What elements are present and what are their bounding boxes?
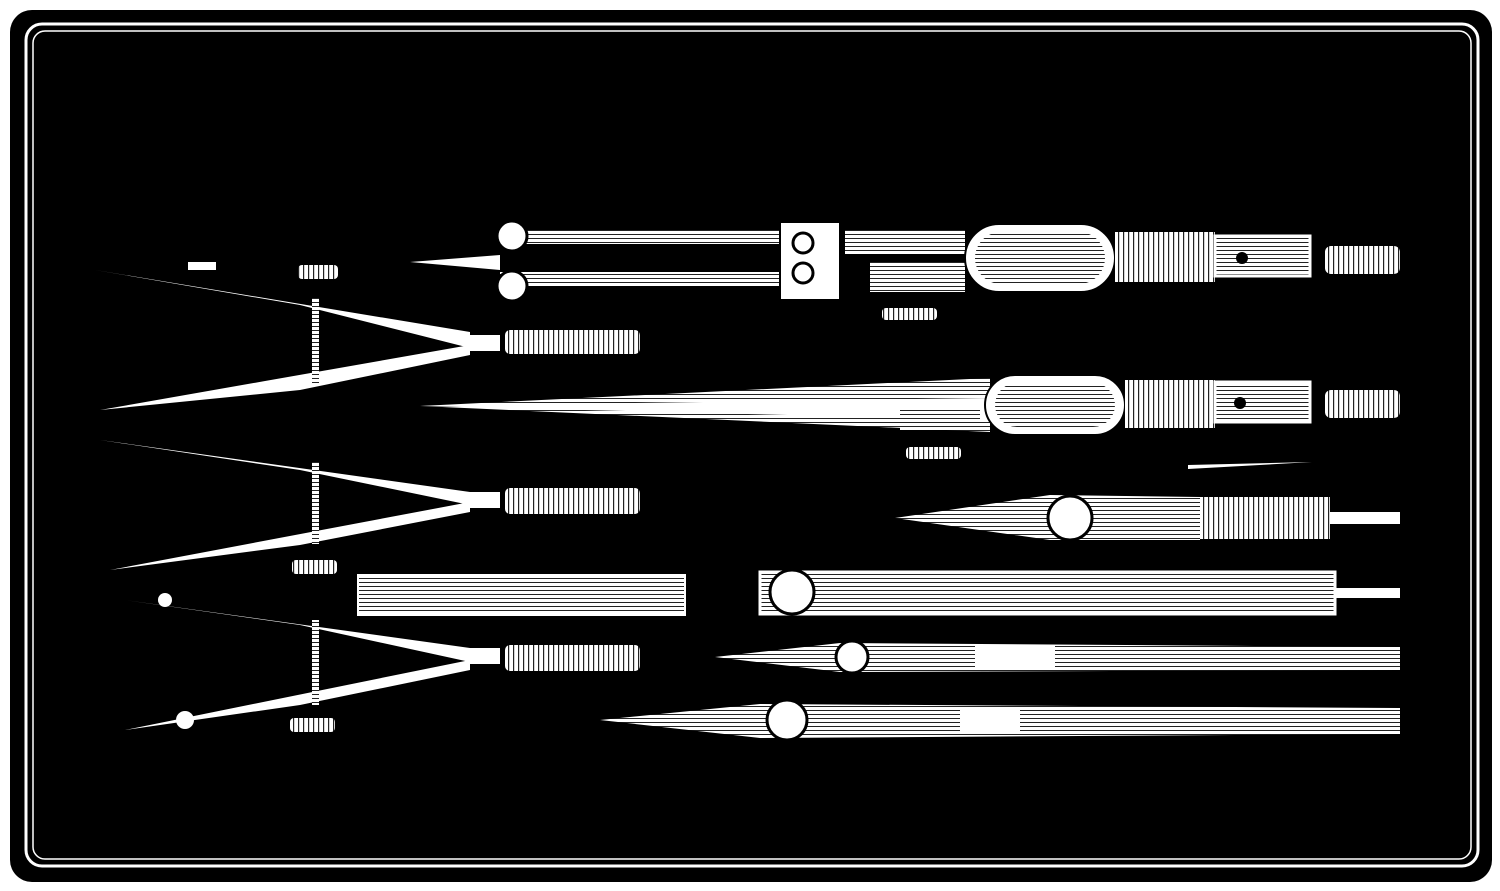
compass-with-needle-point [410, 219, 1400, 320]
case-background [10, 10, 1492, 882]
dividers-upper [95, 262, 640, 410]
lead-holder-case [357, 574, 686, 616]
ruling-pen-long [758, 568, 1400, 616]
ruling-pen-short [895, 494, 1400, 542]
dividers-lower [110, 593, 640, 732]
ruling-pen-medium [715, 639, 1400, 675]
case-inner-border [24, 22, 1480, 868]
ruling-pen-longest [600, 698, 1400, 742]
dividers-middle [100, 440, 640, 574]
case-inner-border-2 [32, 30, 1472, 860]
compass-with-lengthening-bar [420, 374, 1400, 469]
